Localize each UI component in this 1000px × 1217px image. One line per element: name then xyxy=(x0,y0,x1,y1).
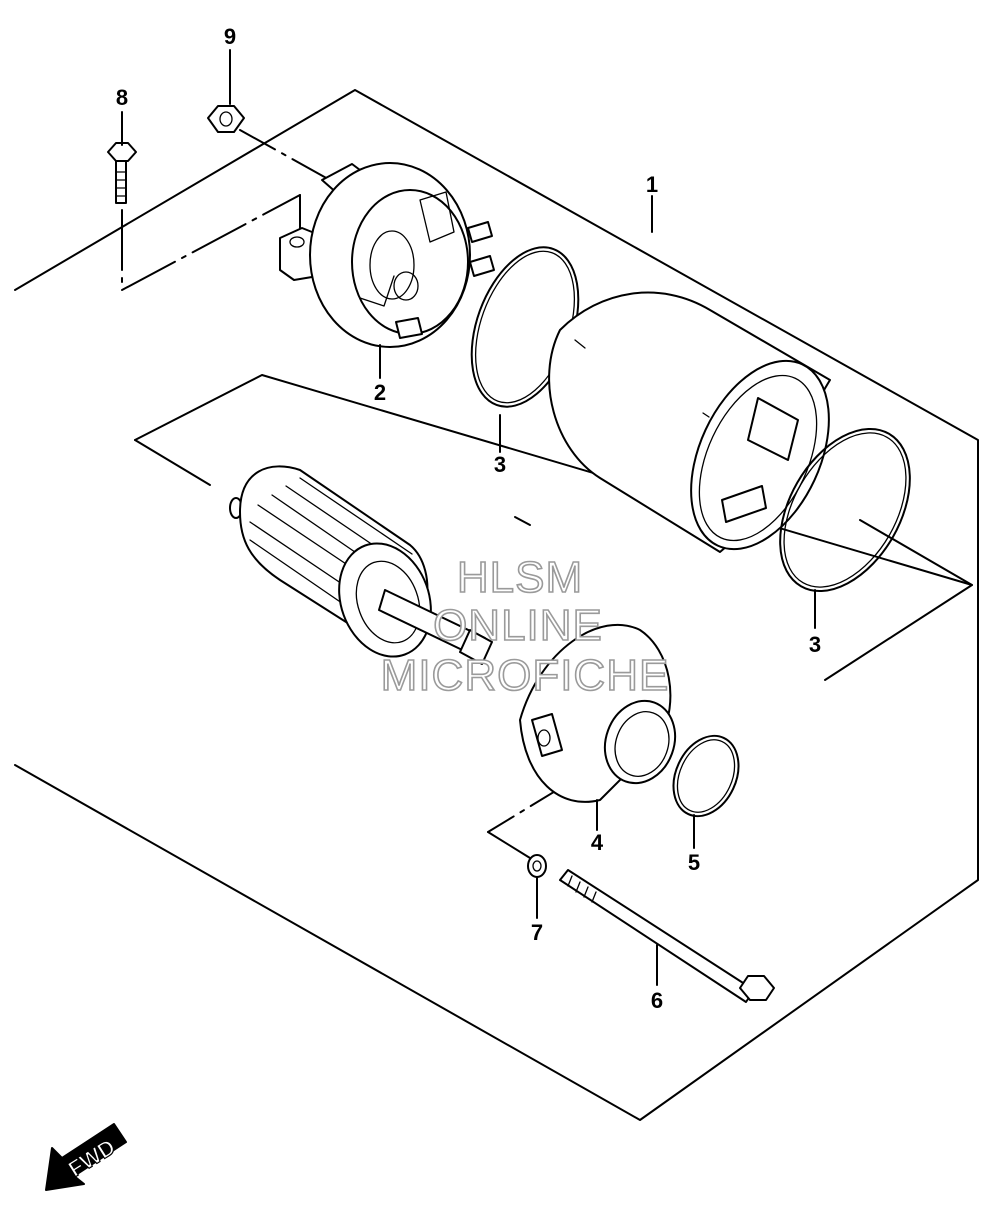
callout-2: 2 xyxy=(374,380,386,405)
watermark-line1: HLSM xyxy=(457,553,583,602)
callout-1: 1 xyxy=(646,172,658,197)
callout-leaders xyxy=(121,49,816,986)
watermark-line3: MICROFICHE xyxy=(381,651,670,700)
alignment-lines xyxy=(121,129,973,859)
bolt-8-icon[interactable] xyxy=(107,142,137,204)
washer-7-icon[interactable] xyxy=(527,854,547,878)
front-bracket-4-icon[interactable] xyxy=(519,624,686,803)
callout-6: 6 xyxy=(651,988,663,1013)
watermark: HLSM ONLINE MICROFICHE xyxy=(380,552,670,701)
brush-holder-2-icon[interactable] xyxy=(279,162,495,348)
fwd-arrow-icon: FWD xyxy=(45,1123,127,1191)
callout-5: 5 xyxy=(688,850,700,875)
callout-9: 9 xyxy=(224,24,236,49)
assembly-frame xyxy=(14,89,979,1121)
through-bolt-6-icon[interactable] xyxy=(559,869,775,1003)
callout-4: 4 xyxy=(591,830,604,855)
callout-labels: 8 9 1 2 3 3 4 5 7 6 xyxy=(116,24,821,1013)
callout-3-upper: 3 xyxy=(494,452,506,477)
yoke-housing-icon[interactable] xyxy=(548,291,857,571)
o-ring-3-lower-icon[interactable] xyxy=(753,406,936,613)
callout-8: 8 xyxy=(116,85,128,110)
armature-icon[interactable] xyxy=(229,465,493,669)
watermark-line2: ONLINE xyxy=(433,601,603,650)
nut-9-icon[interactable] xyxy=(207,105,245,133)
o-ring-5-icon[interactable] xyxy=(661,725,751,826)
callout-3-lower: 3 xyxy=(809,632,821,657)
callout-7: 7 xyxy=(531,920,543,945)
